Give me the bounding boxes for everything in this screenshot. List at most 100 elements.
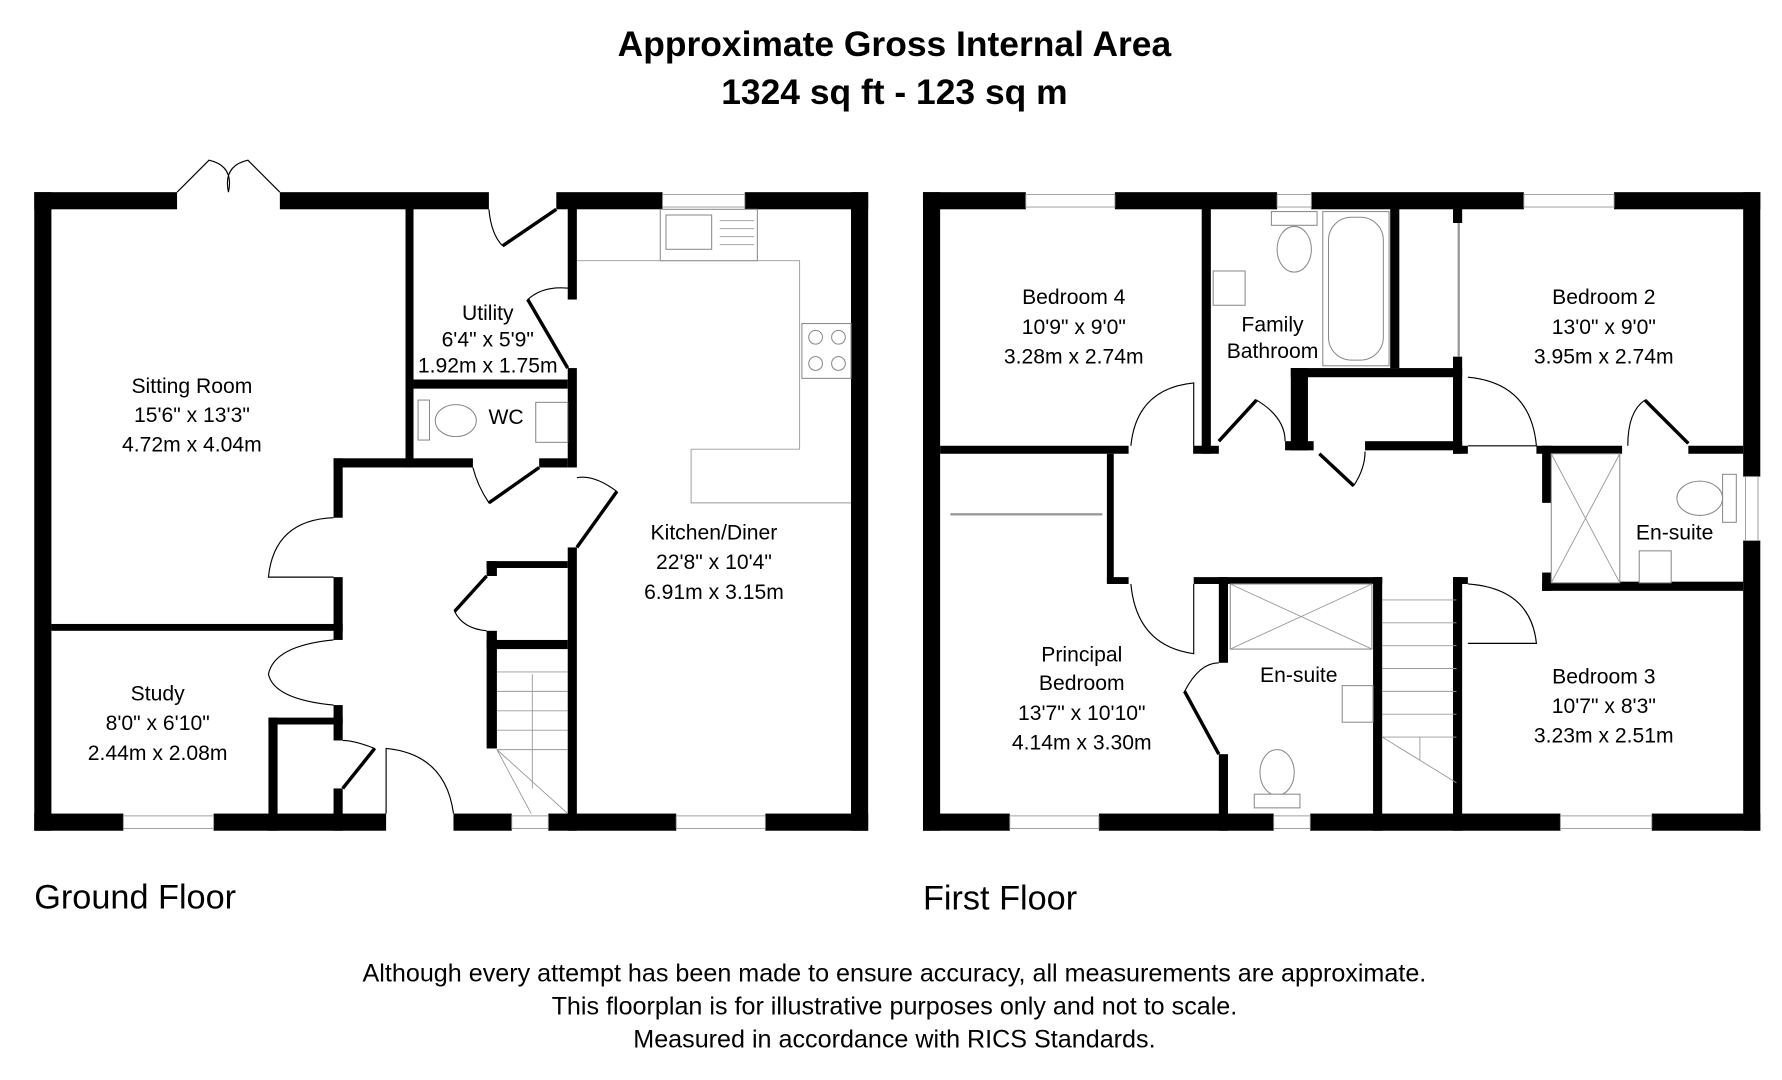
wall-segment [1290, 368, 1463, 378]
wc-toilet-icon [417, 399, 477, 441]
windows [122, 193, 1759, 829]
disclaimer-line2: This floorplan is for illustrative purpo… [552, 993, 1238, 1021]
window [675, 815, 766, 829]
wall-segment [1201, 201, 1211, 454]
wall-segment [1688, 445, 1744, 454]
walls [34, 192, 1761, 831]
stairs-first [1381, 599, 1457, 784]
wall-segment [1311, 192, 1524, 210]
utility-name: Utility [462, 302, 514, 325]
wall-segment [213, 813, 387, 831]
bedroom2-door [1467, 376, 1538, 447]
bathroom-basin-icon [1212, 270, 1246, 306]
kitchen-name: Kitchen/Diner [651, 521, 778, 544]
wall-segment [922, 813, 1010, 831]
stairs-ground [496, 671, 569, 814]
wall-segment [34, 192, 178, 210]
utility-imperial: 6'4" x 5'9" [442, 328, 534, 351]
window [1009, 815, 1100, 829]
wall-segment [1365, 441, 1463, 451]
window [1559, 815, 1653, 829]
wall-segment [940, 445, 1129, 454]
wall-segment [556, 192, 663, 210]
wall-segment [279, 192, 489, 210]
window [1523, 193, 1615, 208]
window [1273, 815, 1311, 829]
wall-segment [1218, 754, 1228, 831]
wall-segment [413, 379, 568, 389]
bedroom2-name: Bedroom 2 [1552, 286, 1655, 309]
wall-segment [34, 192, 52, 831]
wall-segment [1218, 577, 1228, 663]
wall-segment [486, 561, 497, 576]
wall-segment [851, 192, 869, 831]
bedroom2-imperial: 13'0" x 9'0" [1552, 316, 1656, 339]
wall-segment [1290, 368, 1308, 451]
wall-segment [51, 623, 343, 631]
wall-segment [1743, 192, 1761, 477]
wall-segment [1536, 445, 1623, 454]
study-door [267, 639, 334, 706]
principal-door [1130, 583, 1195, 655]
wall-segment [1193, 577, 1383, 584]
bedroom3-door [1467, 583, 1538, 644]
wall-segment [1743, 540, 1761, 831]
window [1276, 193, 1312, 208]
window [1744, 476, 1759, 542]
wall-segment [567, 201, 577, 300]
wall-segment [34, 813, 124, 831]
wall-segment [567, 368, 577, 468]
ensuite1-basin-icon [1341, 685, 1374, 723]
bedroom4-name: Bedroom 4 [1022, 286, 1126, 309]
wall-segment [405, 201, 414, 468]
wall-segment [548, 813, 677, 831]
principal-line2: Bedroom [1039, 672, 1125, 695]
family-bathroom-line1: Family [1241, 314, 1304, 337]
wall-segment [1193, 445, 1219, 454]
principal-imperial: 13'7" x 10'10" [1018, 702, 1146, 725]
window [662, 193, 746, 208]
area-total: 1324 sq ft - 123 sq m [721, 72, 1067, 112]
wall-segment [333, 577, 343, 640]
wall-segment [486, 561, 568, 568]
bedroom2-metric: 3.95m x 2.74m [1534, 346, 1674, 369]
bedroom4-door [1130, 382, 1195, 454]
bathroom-door [1218, 399, 1286, 442]
wall-segment [1390, 201, 1400, 369]
ensuite2-toilet-icon [1676, 473, 1737, 523]
french-doors [176, 159, 281, 193]
wall-segment [268, 717, 343, 725]
ensuite2-name: En-suite [1636, 521, 1714, 544]
ensuite1-name: En-suite [1260, 664, 1338, 687]
utility-metric: 1.92m x 1.75m [418, 355, 558, 378]
ground-floor-label: Ground Floor [34, 878, 236, 916]
disclaimer-line1: Although every attempt has been made to … [363, 960, 1427, 988]
wall-segment [268, 717, 278, 831]
cupboard-door-first [1318, 451, 1366, 487]
sitting-room-imperial: 15'6" x 13'3" [134, 404, 250, 427]
wall-segment [539, 458, 568, 468]
study-name: Study [131, 682, 185, 705]
wall-segment [333, 458, 343, 518]
wall-segment [1453, 356, 1463, 454]
area-title: Approximate Gross Internal Area [618, 24, 1172, 64]
utility-door [527, 287, 569, 369]
study-metric: 2.44m x 2.08m [88, 742, 228, 765]
window [122, 815, 215, 829]
disclaimer-line3: Measured in accordance with RICS Standar… [633, 1026, 1155, 1054]
kitchen-imperial: 22'8" x 10'4" [656, 551, 772, 574]
wall-segment [1542, 445, 1552, 503]
sitting-room-metric: 4.72m x 4.04m [122, 433, 262, 456]
wall-segment [765, 813, 869, 831]
fixtures [417, 208, 1737, 814]
bedroom4-metric: 3.28m x 2.74m [1004, 346, 1144, 369]
ground-floor-labels: Sitting Room 15'6" x 13'3" 4.72m x 4.04m… [88, 302, 784, 765]
front-door [385, 747, 455, 814]
shower-tray-ensuite2 [1550, 453, 1621, 584]
wall-segment [1285, 441, 1314, 451]
wall-segment [922, 192, 1026, 210]
wall-segment [486, 630, 497, 749]
wall-segment [922, 192, 941, 831]
kitchen-door [576, 476, 618, 548]
wall-segment [1453, 201, 1463, 224]
